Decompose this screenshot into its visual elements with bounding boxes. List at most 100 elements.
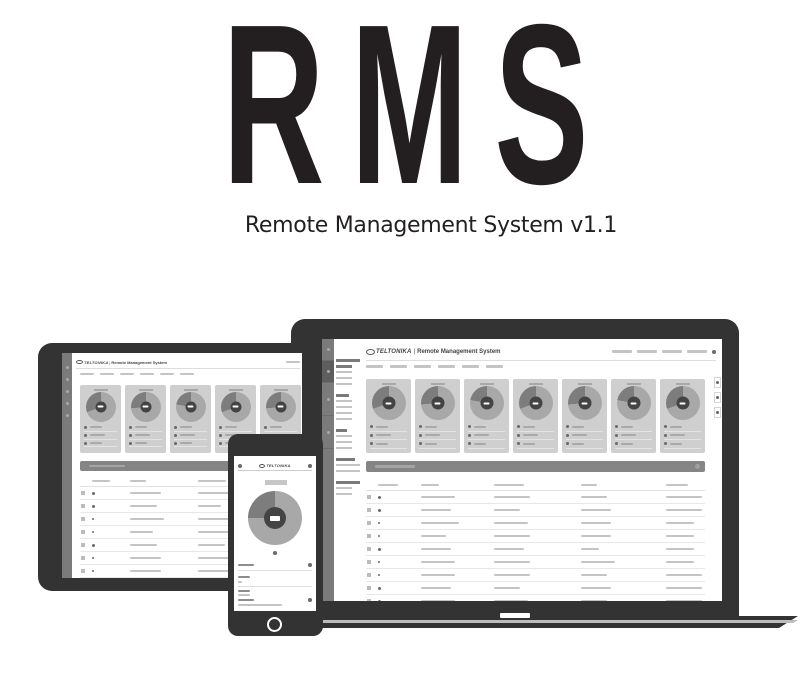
row-checkbox[interactable] <box>81 543 85 547</box>
user-icon[interactable] <box>307 463 312 468</box>
side-control-button[interactable] <box>714 392 721 403</box>
nav-link[interactable] <box>286 361 300 363</box>
panel-header-bar[interactable] <box>80 461 300 471</box>
status-donut-chart[interactable] <box>665 386 700 421</box>
table-row[interactable] <box>366 517 705 530</box>
device-card[interactable] <box>611 379 656 453</box>
menu-item[interactable] <box>336 435 352 437</box>
tab[interactable] <box>414 365 431 368</box>
menu-item[interactable] <box>336 371 352 373</box>
status-donut-chart[interactable] <box>248 491 302 545</box>
nav-link[interactable] <box>687 350 707 353</box>
teltonika-logo[interactable]: TELTONIKA <box>259 463 290 468</box>
status-donut-chart[interactable] <box>567 386 602 421</box>
tab[interactable] <box>120 373 134 375</box>
menu-item[interactable] <box>336 447 352 449</box>
table-row[interactable] <box>366 582 705 595</box>
menu-item[interactable] <box>336 441 352 443</box>
table-row[interactable] <box>366 595 705 601</box>
menu-item[interactable] <box>336 412 352 414</box>
tab[interactable] <box>100 373 114 375</box>
row-checkbox[interactable] <box>81 517 85 521</box>
device-card[interactable] <box>170 385 211 453</box>
row-checkbox[interactable] <box>367 586 371 590</box>
table-row[interactable] <box>366 504 705 517</box>
pager-dot[interactable] <box>273 551 277 555</box>
tab[interactable] <box>486 365 503 368</box>
table-row[interactable] <box>366 530 705 543</box>
row-checkbox[interactable] <box>81 530 85 534</box>
side-control-button[interactable] <box>714 407 721 418</box>
side-control-button[interactable] <box>714 377 721 388</box>
nav-link[interactable] <box>612 350 632 353</box>
phone-home-button[interactable] <box>267 617 282 632</box>
list-item[interactable] <box>238 589 312 609</box>
list-item[interactable] <box>238 574 312 587</box>
device-card[interactable] <box>366 379 411 453</box>
row-checkbox[interactable] <box>367 508 371 512</box>
menu-item[interactable] <box>336 464 360 466</box>
panel-header-bar[interactable] <box>366 461 705 472</box>
table-row[interactable] <box>366 556 705 569</box>
rail-item[interactable] <box>322 383 334 416</box>
status-donut-chart[interactable] <box>220 391 251 422</box>
status-donut-chart[interactable] <box>371 386 406 421</box>
row-checkbox[interactable] <box>81 504 85 508</box>
list-item[interactable] <box>238 560 312 571</box>
rail-item[interactable] <box>62 409 72 421</box>
tab[interactable] <box>180 373 194 375</box>
status-donut-chart[interactable] <box>518 386 553 421</box>
menu-item[interactable] <box>336 493 352 495</box>
rail-item[interactable] <box>322 339 334 361</box>
device-card[interactable] <box>513 379 558 453</box>
rail-item[interactable] <box>62 373 72 385</box>
menu-item[interactable] <box>336 383 352 385</box>
table-row[interactable] <box>366 491 705 504</box>
tab[interactable] <box>390 365 407 368</box>
row-checkbox[interactable] <box>367 521 371 525</box>
column-header[interactable] <box>666 483 688 486</box>
menu-item[interactable] <box>336 470 360 472</box>
panel-close-icon[interactable] <box>695 464 700 469</box>
status-donut-chart[interactable] <box>469 386 504 421</box>
status-donut-chart[interactable] <box>175 391 206 422</box>
column-header[interactable] <box>581 483 597 486</box>
row-checkbox[interactable] <box>367 560 371 564</box>
device-card[interactable] <box>464 379 509 453</box>
menu-item[interactable] <box>336 400 352 402</box>
row-checkbox[interactable] <box>81 556 85 560</box>
tab[interactable] <box>160 373 174 375</box>
row-checkbox[interactable] <box>367 534 371 538</box>
row-checkbox[interactable] <box>81 569 85 573</box>
row-checkbox[interactable] <box>367 599 371 601</box>
tab[interactable] <box>80 373 94 375</box>
menu-item-active[interactable] <box>336 365 352 368</box>
rail-item[interactable] <box>62 397 72 409</box>
rail-item[interactable] <box>62 385 72 397</box>
menu-item[interactable] <box>336 487 352 489</box>
menu-item[interactable] <box>336 406 352 408</box>
table-row[interactable] <box>366 569 705 582</box>
column-header[interactable] <box>378 483 398 486</box>
status-donut-chart[interactable] <box>420 386 455 421</box>
teltonika-logo[interactable]: TELTONIKA <box>76 360 108 365</box>
rail-item[interactable] <box>322 416 334 449</box>
menu-item[interactable] <box>336 377 352 379</box>
row-checkbox[interactable] <box>367 573 371 577</box>
teltonika-logo[interactable]: TELTONIKA <box>366 348 412 355</box>
menu-icon[interactable] <box>238 463 242 468</box>
device-card[interactable] <box>562 379 607 453</box>
status-donut-chart[interactable] <box>130 391 161 422</box>
row-checkbox[interactable] <box>81 491 85 495</box>
nav-link[interactable] <box>637 350 657 353</box>
device-card[interactable] <box>415 379 460 453</box>
menu-item[interactable] <box>336 418 352 420</box>
nav-link[interactable] <box>662 350 682 353</box>
device-card[interactable] <box>80 385 121 453</box>
column-header[interactable] <box>198 479 226 482</box>
table-row[interactable] <box>366 543 705 556</box>
tab[interactable] <box>438 365 455 368</box>
column-header[interactable] <box>92 479 110 482</box>
column-header[interactable] <box>494 483 524 486</box>
device-card[interactable] <box>125 385 166 453</box>
